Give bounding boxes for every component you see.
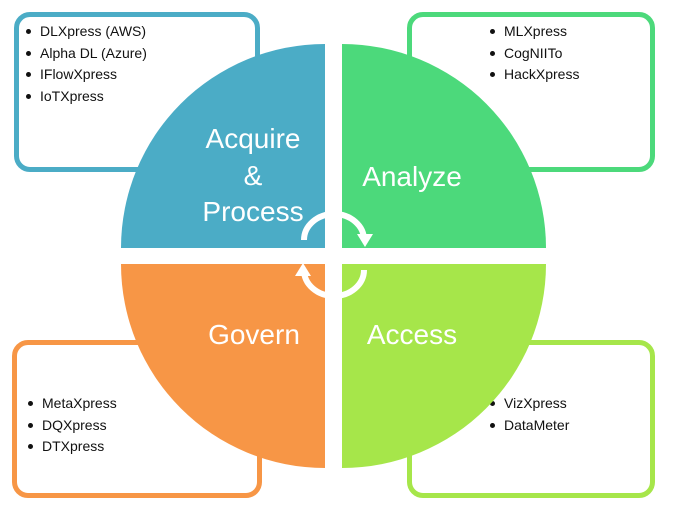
- acquire-tools-list: DLXpress (AWS) Alpha DL (Azure) IFlowXpr…: [24, 21, 255, 107]
- quadrant-label-govern: Govern: [208, 319, 300, 350]
- list-item: HackXpress: [488, 64, 650, 86]
- quadrant-access: [342, 264, 546, 468]
- list-item: DLXpress (AWS): [24, 21, 255, 43]
- quadrant-label-analyze: Analyze: [362, 161, 462, 192]
- analyze-tools-list: MLXpress CogNIITo HackXpress: [488, 21, 650, 86]
- quadrant-label-access: Access: [367, 319, 457, 350]
- list-item: IoTXpress: [24, 86, 255, 108]
- quadrant-govern: [121, 264, 325, 468]
- list-item: CogNIITo: [488, 43, 650, 65]
- circular-arrows-icon: [295, 211, 373, 299]
- list-item: MLXpress: [488, 21, 650, 43]
- quadrant-label-acquire: Acquire: [206, 123, 301, 154]
- quadrant-label-ampersand: &: [244, 160, 263, 191]
- quadrant-acquire-process: [121, 44, 325, 248]
- access-tools-list: VizXpress DataMeter: [488, 393, 650, 436]
- govern-tools-list: MetaXpress DQXpress DTXpress: [26, 393, 257, 458]
- list-item: Alpha DL (Azure): [24, 43, 255, 65]
- list-item: DTXpress: [26, 436, 257, 458]
- list-item: MetaXpress: [26, 393, 257, 415]
- quadrant-label-process: Process: [202, 196, 303, 227]
- list-item: DQXpress: [26, 415, 257, 437]
- list-item: VizXpress: [488, 393, 650, 415]
- quadrant-analyze: [342, 44, 546, 248]
- list-item: IFlowXpress: [24, 64, 255, 86]
- list-item: DataMeter: [488, 415, 650, 437]
